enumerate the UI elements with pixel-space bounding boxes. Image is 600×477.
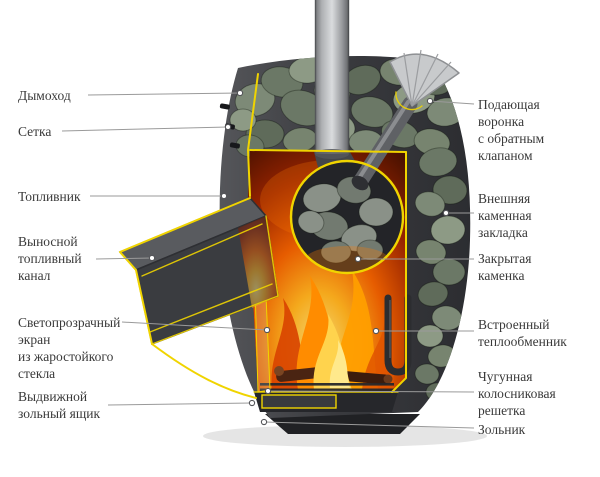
label-text: Подающая (478, 97, 540, 112)
label-heat-exchanger: Встроенный теплообменник (478, 316, 567, 350)
label-text: топливный (18, 251, 82, 266)
cast-iron-grate (260, 383, 394, 392)
label-text: с обратным (478, 131, 545, 146)
label-text: Топливник (18, 189, 81, 204)
dot-mesh (224, 123, 232, 131)
funnel-feed-pipe (351, 96, 418, 191)
label-text: колосниковая (478, 386, 556, 401)
ash-drawer-box (261, 394, 337, 409)
label-text: каменка (478, 268, 525, 283)
label-chimney: Дымоход (18, 87, 71, 104)
label-text: Чугунная (478, 369, 533, 384)
label-text: стекла (18, 366, 56, 381)
supply-funnel (389, 49, 460, 111)
remote-fuel-channel (118, 197, 279, 346)
label-text: Встроенный (478, 317, 550, 332)
label-text: из жаростойкого (18, 349, 114, 364)
label-text: экран (18, 332, 51, 347)
label-cast-iron-grate: Чугунная колосниковая решетка (478, 368, 556, 419)
dot-supply-funnel (426, 97, 434, 105)
leader-lines (61, 89, 475, 429)
label-text: Выдвижной (18, 389, 88, 404)
dot-firebox (220, 192, 228, 200)
label-text: воронка (478, 114, 525, 129)
kamenka-highlight-ring (289, 159, 405, 275)
dot-cast-iron-grate (264, 387, 272, 395)
leader-supply-funnel (429, 100, 475, 105)
label-ash-drawer: Выдвижной зольный ящик (18, 388, 100, 422)
label-text: клапаном (478, 148, 533, 163)
label-remote-fuel-channel: Выносной топливный канал (18, 233, 82, 284)
label-firebox: Топливник (18, 188, 81, 205)
dot-ash-pan (260, 418, 268, 426)
label-text: канал (18, 268, 51, 283)
label-text: Выносной (18, 234, 78, 249)
label-outer-stone-fill: Внешняя каменная закладка (478, 190, 532, 241)
label-text: зольный ящик (18, 406, 101, 421)
dot-remote-fuel-channel (148, 254, 156, 262)
label-text: теплообменник (478, 334, 567, 349)
ash-pan (253, 391, 399, 412)
dot-heat-exchanger (372, 327, 380, 335)
label-supply-funnel: Подающая воронка с обратным клапаном (478, 96, 544, 164)
leader-chimney (87, 92, 241, 96)
label-text: Внешняя (478, 191, 531, 206)
label-text: Закрытая (478, 251, 532, 266)
fire-flames-front (313, 314, 352, 390)
dot-outer-stone-fill (442, 209, 450, 217)
dot-closed-kamenka (354, 255, 362, 263)
label-mesh: Сетка (18, 123, 51, 140)
label-text: каменная (478, 208, 532, 223)
label-glass-screen: Светопрозрачный экран из жаростойкого ст… (18, 314, 120, 382)
leader-ash-pan (263, 421, 475, 429)
label-closed-kamenka: Закрытая каменка (478, 250, 531, 284)
leader-cast-iron-grate (267, 390, 475, 393)
dot-chimney (236, 89, 244, 97)
label-text: Зольник (478, 422, 526, 437)
label-text: решетка (478, 403, 526, 418)
leader-ash-drawer (107, 402, 253, 406)
label-text: закладка (478, 225, 528, 240)
leader-mesh (61, 126, 229, 132)
ground-shadow (203, 425, 487, 447)
label-ash-pan: Зольник (478, 421, 525, 438)
label-text: Сетка (18, 124, 52, 139)
leader-glass-screen (121, 321, 268, 331)
heat-exchanger (384, 294, 412, 376)
dot-ash-drawer (248, 399, 256, 407)
dot-glass-screen (263, 326, 271, 334)
label-text: Дымоход (18, 88, 71, 103)
label-text: Светопрозрачный (18, 315, 121, 330)
chimney-pipe (314, 0, 350, 159)
leader-remote-fuel-channel (95, 257, 153, 260)
cut-edge-highlights (119, 73, 407, 399)
closed-kamenka (289, 96, 418, 275)
